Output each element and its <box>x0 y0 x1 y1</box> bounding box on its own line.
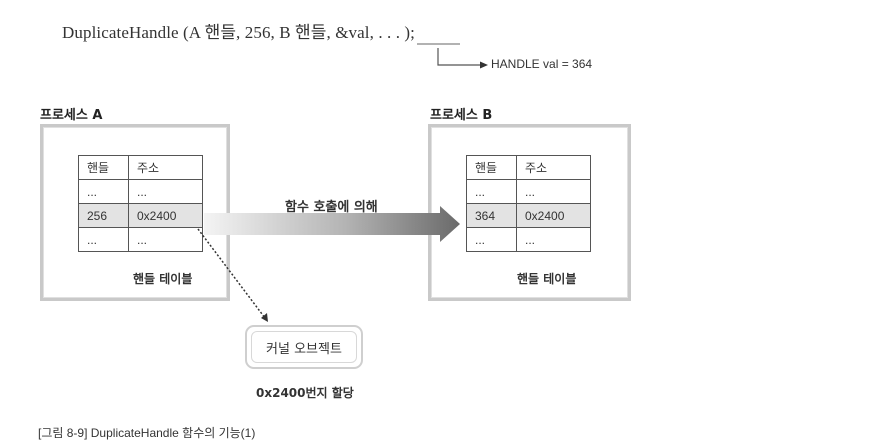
table-row: ... ... <box>466 227 591 252</box>
process-b-handle-table: 핸들 주소 ... ... 364 0x2400 ... ... <box>466 155 591 252</box>
table-row-highlighted: 256 0x2400 <box>78 203 203 228</box>
header-cell-handle: 핸들 <box>466 155 517 180</box>
table-cell: ... <box>128 179 203 204</box>
return-value-note: HANDLE val = 364 <box>491 57 593 71</box>
function-call-code: DuplicateHandle (A 핸들, 256, B 핸들, &val, … <box>62 23 415 42</box>
table-cell: ... <box>78 227 129 252</box>
kernel-link-head <box>261 313 268 322</box>
arrow-label: 함수 호출에 의해 <box>285 200 378 215</box>
kernel-link-dotted <box>197 228 266 319</box>
process-a-table-label: 핸들 테이블 <box>133 272 193 286</box>
return-pointer-line <box>437 48 480 66</box>
return-pointer-head <box>480 61 488 69</box>
process-b-title: 프로세스 B <box>430 108 493 123</box>
table-cell: 364 <box>466 203 517 228</box>
table-cell: 0x2400 <box>516 203 591 228</box>
table-row: ... ... <box>466 179 591 204</box>
table-row: ... ... <box>78 227 203 252</box>
table-cell: ... <box>516 227 591 252</box>
table-cell: ... <box>466 227 517 252</box>
process-a-title: 프로세스 A <box>40 108 103 123</box>
table-row: ... ... <box>78 179 203 204</box>
table-row-highlighted: 364 0x2400 <box>466 203 591 228</box>
kernel-object-box: 커널 오브젝트 <box>245 325 363 369</box>
table-cell: ... <box>128 227 203 252</box>
table-cell: 256 <box>78 203 129 228</box>
table-cell: ... <box>466 179 517 204</box>
kernel-object-label: 커널 오브젝트 <box>266 341 342 357</box>
table-cell: 0x2400 <box>128 203 203 228</box>
process-b-table-label: 핸들 테이블 <box>517 272 577 286</box>
process-a-handle-table: 핸들 주소 ... ... 256 0x2400 ... ... <box>78 155 203 252</box>
figure-caption: [그림 8-9] DuplicateHandle 함수의 기능(1) <box>38 426 256 440</box>
kernel-object-inner-border <box>251 331 357 363</box>
kernel-address-label: 0x2400번지 할당 <box>256 386 354 400</box>
duplicate-arrow <box>204 206 460 242</box>
